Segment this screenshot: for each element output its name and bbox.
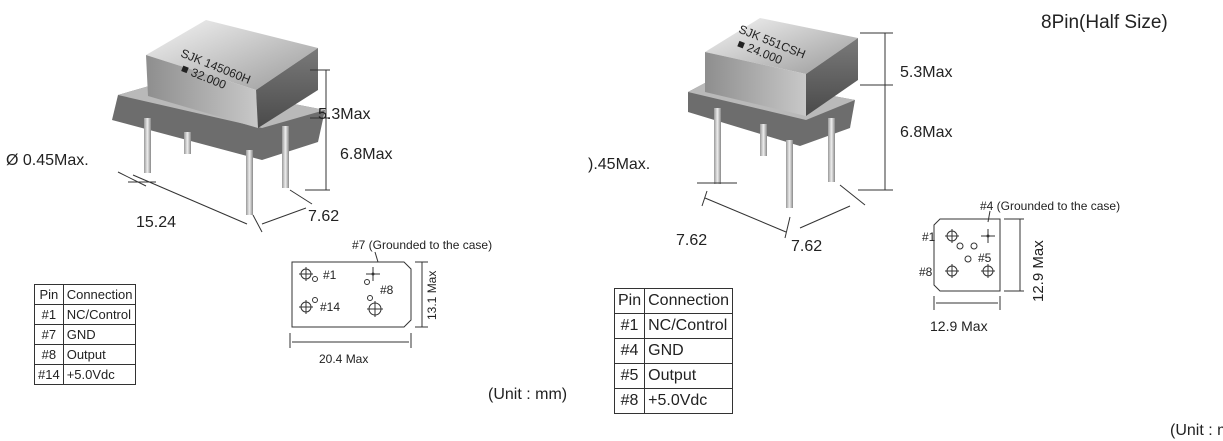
table-header-row: Pin Connection [613, 288, 734, 314]
right-dim-pitch-a: 7.62 [676, 232, 708, 249]
left-footprint-width: 20.4 Max [319, 352, 369, 366]
table-header-row: Pin Connection [34, 284, 137, 305]
right-oscillator-body [688, 18, 858, 208]
right-dim-height-top: 5.3Max [900, 64, 953, 81]
right-dimension-lines [697, 32, 893, 239]
table-cell-pin: #1 [34, 304, 64, 325]
table-cell-connection: NC/Control [644, 313, 734, 339]
left-oscillator-body [112, 20, 325, 215]
left-footprint-height: 13.1 Max [425, 270, 439, 320]
right-footprint-pin1: #1 [922, 230, 936, 244]
table-cell-connection: GND [644, 338, 734, 364]
table-row: #14 +5.0Vdc [34, 364, 137, 385]
left-unit-note: (Unit : mm) [488, 386, 568, 403]
table-header-connection: Connection [62, 284, 137, 305]
left-dim-height-bottom: 6.8Max [340, 146, 393, 163]
table-row: #5 Output [613, 363, 734, 389]
table-header-connection: Connection [644, 288, 734, 314]
table-row: #8 +5.0Vdc [613, 388, 734, 414]
table-cell-pin: #8 [34, 344, 64, 365]
table-cell-pin: #7 [34, 324, 64, 345]
table-cell-pin: #1 [613, 313, 646, 339]
table-cell-connection: GND [62, 324, 137, 345]
right-dim-height-bottom: 6.8Max [900, 124, 953, 141]
table-cell-connection: Output [62, 344, 137, 365]
left-pin-table: Pin Connection #1 NC/Control #7 GND #8 O… [34, 284, 137, 385]
table-cell-pin: #5 [613, 363, 646, 389]
left-footprint-pin1: #1 [323, 268, 337, 282]
right-footprint-width: 12.9 Max [930, 318, 988, 334]
table-row: #1 NC/Control [613, 313, 734, 339]
left-footprint-ground-note: #7 (Grounded to the case) [352, 238, 493, 252]
right-unit-note: (Unit : mr [1170, 422, 1223, 439]
left-dim-height-top: 5.3Max [318, 106, 371, 123]
left-dimension-lines [117, 69, 330, 233]
right-footprint-height: 12.9 Max [1030, 240, 1047, 302]
table-cell-connection: +5.0Vdc [62, 364, 137, 385]
table-row: #7 GND [34, 324, 137, 345]
table-header-pin: Pin [34, 284, 64, 305]
table-header-pin: Pin [613, 288, 646, 314]
table-cell-pin: #4 [613, 338, 646, 364]
right-footprint-outline [933, 210, 1024, 310]
right-dim-pin-diameter: ).45Max. [588, 156, 651, 173]
table-cell-connection: +5.0Vdc [644, 388, 734, 414]
left-dim-pin-diameter: Ø 0.45Max. [6, 152, 89, 169]
right-dim-pitch-b: 7.62 [791, 238, 823, 255]
table-row: #4 GND [613, 338, 734, 364]
table-cell-connection: NC/Control [62, 304, 137, 325]
right-footprint-pin5: #5 [978, 251, 992, 265]
left-dim-pitch-long: 15.24 [136, 214, 177, 231]
left-footprint-outline [289, 251, 428, 348]
table-row: #8 Output [34, 344, 137, 365]
right-pin-table: Pin Connection #1 NC/Control #4 GND #5 O… [613, 288, 734, 414]
left-footprint-pin14: #14 [320, 300, 341, 314]
right-title: 8Pin(Half Size) [1041, 12, 1168, 33]
table-cell-pin: #14 [34, 364, 64, 385]
table-cell-pin: #8 [613, 388, 646, 414]
right-footprint-pin8: #8 [919, 265, 933, 279]
left-footprint-pin8: #8 [380, 283, 394, 297]
table-cell-connection: Output [644, 363, 734, 389]
table-row: #1 NC/Control [34, 304, 137, 325]
left-dim-pitch-short: 7.62 [308, 208, 340, 225]
right-footprint-ground-note: #4 (Grounded to the case) [980, 199, 1121, 213]
